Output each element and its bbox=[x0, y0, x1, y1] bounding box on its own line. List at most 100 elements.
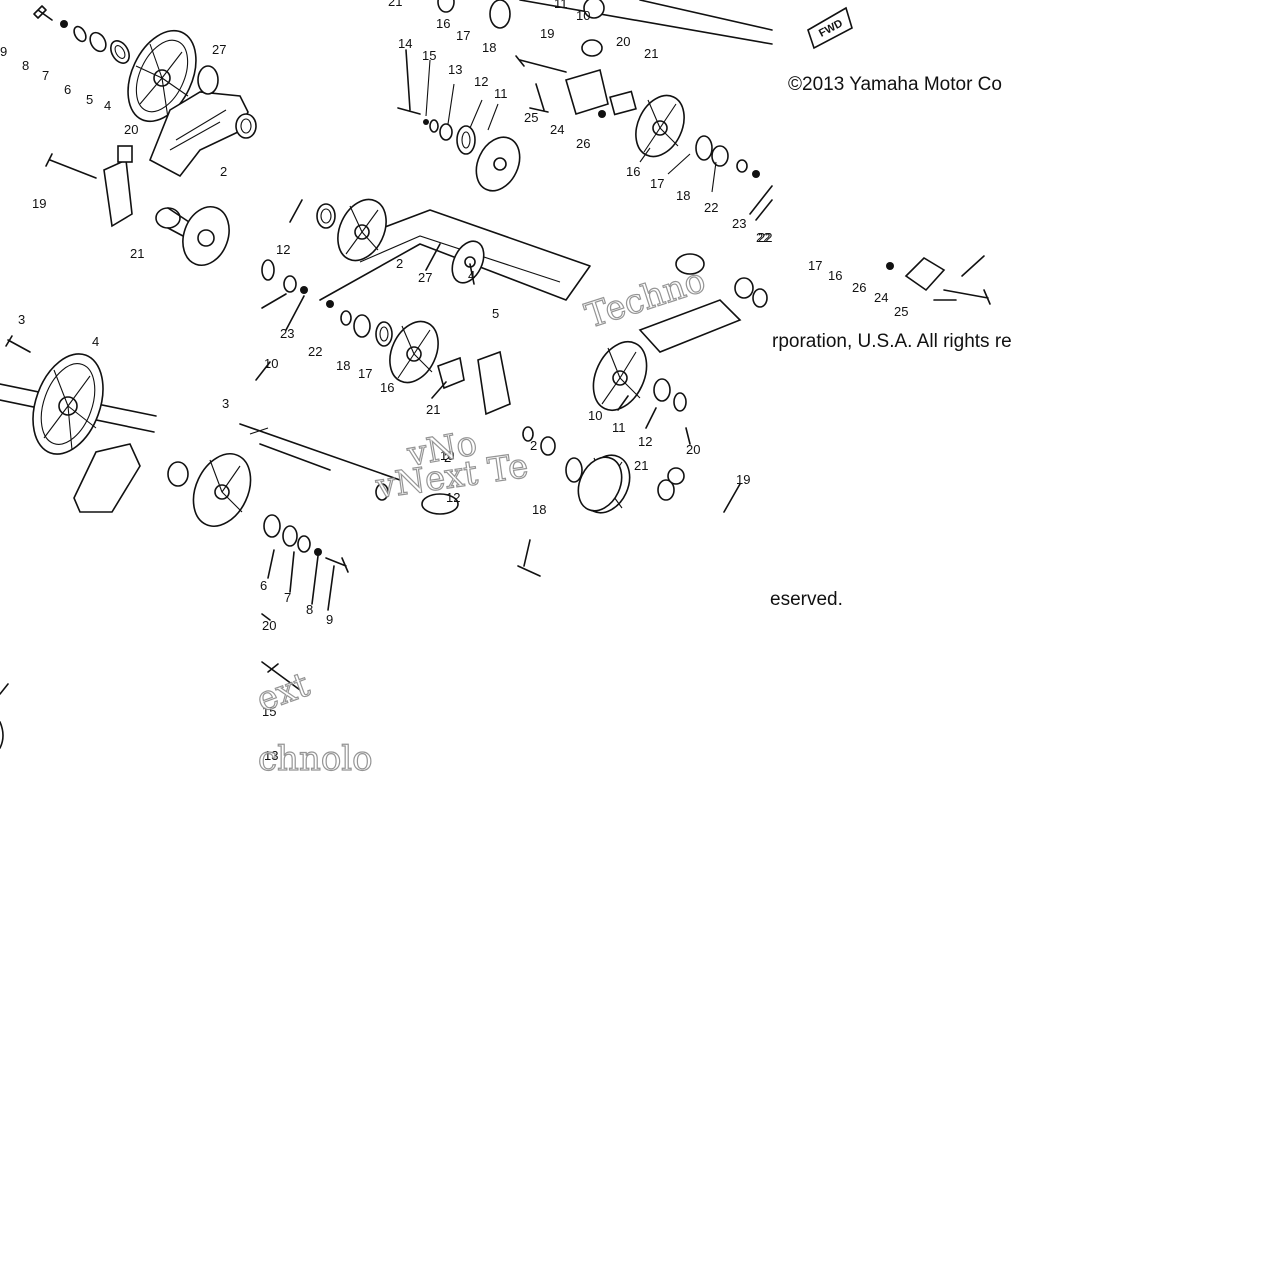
callout-label: 19 bbox=[32, 196, 46, 211]
callout-label: 11 bbox=[612, 420, 626, 435]
callout-label: 19 bbox=[540, 26, 554, 41]
callout-label: 18 bbox=[482, 40, 496, 55]
callout-label: 16 bbox=[436, 16, 450, 31]
tile-top-center: 14 15 13 12 11 16 17 18 21 bbox=[388, 0, 521, 192]
idler-wheel-icon bbox=[451, 240, 485, 284]
callout-label: 20 bbox=[616, 34, 630, 49]
callout-label: 10 bbox=[440, 448, 454, 463]
callout-label: 23 bbox=[280, 326, 294, 341]
tile-right: 17 16 26 24 25 10 11 12 20 19 21 22 rpor… bbox=[581, 230, 1012, 514]
callout-label: 4 bbox=[104, 98, 111, 113]
tile-top-left: 9 8 7 6 5 4 27 20 2 19 21 bbox=[0, 5, 257, 266]
idler-wheel-icon bbox=[475, 136, 521, 192]
callout-label: 21 bbox=[130, 246, 144, 261]
callout-label: 22 bbox=[704, 200, 718, 215]
idler-wheel-icon bbox=[127, 29, 197, 123]
callout-label: 2 bbox=[444, 450, 451, 465]
callout-label: 2 bbox=[530, 438, 537, 453]
callout-label: 10 bbox=[576, 8, 590, 23]
tile-top-right: FWD 11 10 19 20 21 25 24 26 16 17 18 22 … bbox=[515, 0, 1002, 245]
fwd-arrow-icon: FWD bbox=[807, 6, 853, 50]
callout-label: 17 bbox=[456, 28, 470, 43]
callout-label: 22 bbox=[758, 230, 772, 245]
callout-label: 17 bbox=[808, 258, 822, 273]
callout-label: 12 bbox=[276, 242, 290, 257]
callout-label: 24 bbox=[874, 290, 888, 305]
callout-label: 10 bbox=[588, 408, 602, 423]
callout-label: 20 bbox=[124, 122, 138, 137]
callout-label: 23 bbox=[732, 216, 746, 231]
copyright-text: eserved. bbox=[770, 589, 843, 610]
tile-lower: 6 7 8 9 20 15 13 18 2 2 12 eserved. bbox=[0, 426, 843, 763]
callout-label: 3 bbox=[222, 396, 229, 411]
watermark: vNext Te Techno vNo ext chnolo bbox=[251, 260, 711, 780]
idler-wheel-icon bbox=[389, 320, 439, 384]
callout-label: 26 bbox=[576, 136, 590, 151]
callout-label: 25 bbox=[524, 110, 538, 125]
watermark-text: chnolo bbox=[258, 739, 373, 779]
idler-wheel-icon bbox=[0, 335, 157, 455]
callout-label: 13 bbox=[264, 748, 278, 763]
callout-label: 5 bbox=[492, 306, 499, 321]
idler-wheel-icon bbox=[635, 94, 685, 158]
callout-label: 10 bbox=[264, 356, 278, 371]
callout-label: 25 bbox=[894, 304, 908, 319]
callout-label: 21 bbox=[388, 0, 402, 9]
callout-label: 18 bbox=[676, 188, 690, 203]
callout-label: 19 bbox=[736, 472, 750, 487]
copyright-text: rporation, U.S.A. All rights re bbox=[772, 331, 1012, 352]
tile-center: 12 23 22 18 17 16 21 3 4 10 3 2 27 4 5 1… bbox=[0, 198, 591, 527]
callout-label: 17 bbox=[358, 366, 372, 381]
idler-wheel-icon bbox=[592, 341, 648, 411]
callout-label: 9 bbox=[326, 612, 333, 627]
callout-label: 27 bbox=[418, 270, 432, 285]
idler-wheel-icon bbox=[316, 198, 387, 262]
callout-label: 7 bbox=[42, 68, 49, 83]
callout-label: 2 bbox=[220, 164, 227, 179]
callout-label: 11 bbox=[494, 86, 508, 101]
callout-label: 8 bbox=[22, 58, 29, 73]
callout-label: 18 bbox=[532, 502, 546, 517]
callout-label: 21 bbox=[634, 458, 648, 473]
callout-label: 13 bbox=[448, 62, 462, 77]
callout-label: 6 bbox=[64, 82, 71, 97]
callout-label: 6 bbox=[260, 578, 267, 593]
callout-label: 8 bbox=[306, 602, 313, 617]
callout-label: 12 bbox=[446, 490, 460, 505]
idler-wheel-icon bbox=[577, 456, 623, 512]
callout-label: 16 bbox=[626, 164, 640, 179]
callout-label: 14 bbox=[398, 36, 412, 51]
callout-label: 11 bbox=[554, 0, 568, 11]
bolt-icon bbox=[33, 5, 130, 64]
callout-label: 2 bbox=[396, 256, 403, 271]
callout-label: 26 bbox=[852, 280, 866, 295]
watermark-text: ext bbox=[251, 665, 315, 721]
callout-label: 15 bbox=[422, 48, 436, 63]
callout-label: 9 bbox=[0, 44, 7, 59]
callout-label: 12 bbox=[474, 74, 488, 89]
idler-wheel-icon bbox=[192, 453, 252, 527]
callout-label: 21 bbox=[644, 46, 658, 61]
callout-label: 24 bbox=[550, 122, 564, 137]
callout-label: 3 bbox=[18, 312, 25, 327]
callout-label: 12 bbox=[638, 434, 652, 449]
callout-label: 16 bbox=[828, 268, 842, 283]
callout-label: 16 bbox=[380, 380, 394, 395]
callout-label: 21 bbox=[426, 402, 440, 417]
callout-label: 5 bbox=[86, 92, 93, 107]
callout-label: 4 bbox=[468, 268, 475, 283]
callout-label: 7 bbox=[284, 590, 291, 605]
bracket-icon bbox=[45, 145, 230, 266]
swing-arm-plate-icon bbox=[148, 65, 257, 178]
callout-label: 15 bbox=[262, 704, 276, 719]
callout-label: 20 bbox=[686, 442, 700, 457]
callout-label: 18 bbox=[336, 358, 350, 373]
callout-label: 27 bbox=[212, 42, 226, 57]
callout-label: 22 bbox=[308, 344, 322, 359]
callout-label: 17 bbox=[650, 176, 664, 191]
callout-label: 22 bbox=[756, 230, 770, 245]
callout-label: 20 bbox=[262, 618, 276, 633]
callout-label: 4 bbox=[92, 334, 99, 349]
copyright-text: ©2013 Yamaha Motor Co bbox=[788, 74, 1002, 95]
